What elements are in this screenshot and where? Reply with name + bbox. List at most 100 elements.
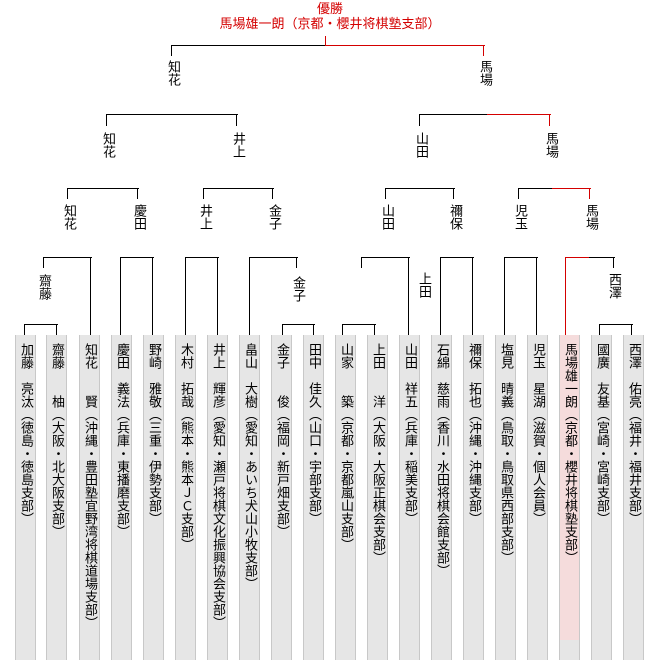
winner-label: 児玉 (512, 204, 527, 230)
bracket-line (171, 45, 172, 56)
player-name: 金子 俊（福岡・新戸畑支部） (274, 343, 289, 538)
player-entry: 上田 洋（大阪・大阪正棋会支部） (367, 335, 388, 660)
bracket-line (419, 114, 488, 115)
player-entry: 西澤 佑亮（福井・福井支部） (623, 335, 644, 660)
bracket-line (589, 257, 615, 258)
winner-label: 馬場 (543, 132, 558, 158)
player-name: 馬場雄一朗（京都・櫻井将棋塾支部） (562, 343, 577, 564)
player-entry: 児玉 星湖（滋賀・個人会員） (527, 335, 548, 660)
player-entry: 慶田 義法（兵庫・東播磨支部） (111, 335, 132, 660)
player-name: 野崎 雅敬（三重・伊勢支部） (146, 343, 161, 525)
bracket-line (483, 45, 484, 56)
player-name: 児玉 星湖（滋賀・個人会員） (530, 343, 545, 525)
bracket-line (504, 257, 538, 258)
player-entry: 野崎 雅敬（三重・伊勢支部） (143, 335, 164, 660)
winner-label: 井上 (197, 204, 212, 230)
bracket-line (419, 114, 420, 126)
bracket-line (272, 188, 273, 199)
player-name: 加藤 亮汰（徳島・徳島支部） (18, 343, 33, 525)
player-name: 田中 佳久（山口・宇部支部） (306, 343, 321, 525)
bracket-line (385, 188, 455, 189)
bracket-line (203, 188, 204, 199)
winner-label: 馬場 (477, 60, 492, 86)
bracket-line (282, 324, 315, 325)
bracket-line (613, 257, 614, 268)
winner-label: 知花 (100, 132, 115, 158)
winner-label: 西澤 (606, 273, 621, 299)
winner-label: 山田 (379, 204, 394, 230)
bracket-line (152, 257, 153, 335)
bracket-line (453, 188, 454, 199)
player-entry: 石綿 慈雨（香川・水田将棋会館支部） (431, 335, 452, 660)
player-entry: 塩見 晴義（鳥取・鳥取県西部支部） (495, 335, 516, 660)
player-name: 知花 賢（沖縄・豊田塾宜野湾将棋道場支部） (82, 343, 97, 629)
winner-label: 金子 (290, 276, 305, 302)
bracket-line (440, 257, 441, 335)
player-entry: 國廣 友基（宮崎・宮崎支部） (591, 335, 612, 660)
player-name: 慶田 義法（兵庫・東播磨支部） (114, 343, 129, 538)
bracket-line (487, 114, 551, 115)
winner-label: 上田 (416, 272, 431, 298)
bracket-line (599, 324, 600, 335)
player-entry: 木村 拓哉（熊本・熊本ＪＣ支部） (175, 335, 196, 660)
winner-label: 井上 (230, 132, 245, 158)
winner-label: 馬場 (583, 204, 598, 230)
bracket-line (631, 324, 632, 335)
bracket-line (43, 257, 44, 268)
player-name: 山田 祥五（兵庫・稲美支部） (402, 343, 417, 525)
winner-label: 禰保 (447, 204, 462, 230)
player-entry: 畠山 大樹（愛知・あいち犬山小牧支部） (239, 335, 260, 660)
player-name: 禰保 拓也（沖縄・沖縄支部） (466, 343, 481, 525)
bracket-line (342, 324, 376, 325)
bracket-line (440, 257, 474, 258)
bracket-line (296, 257, 297, 268)
bracket-line (185, 257, 186, 335)
bracket-line (24, 324, 25, 335)
bracket-line (106, 114, 107, 126)
bracket-line (137, 188, 138, 199)
bracket-line (565, 257, 590, 258)
player-name: 井上 輝彦（愛知・瀬戸将棋文化振興協会支部） (210, 343, 225, 629)
bracket-line (67, 188, 68, 199)
player-entry: 知花 賢（沖縄・豊田塾宜野湾将棋道場支部） (79, 335, 100, 660)
bracket-line (249, 257, 298, 258)
winner-label: 山田 (413, 132, 428, 158)
player-entry: 加藤 亮汰（徳島・徳島支部） (15, 335, 36, 660)
champion-label: 優勝 (316, 2, 343, 17)
player-name: 山家 築（京都・京都嵐山支部） (338, 343, 353, 551)
player-name: 石綿 慈雨（香川・水田将棋会館支部） (434, 343, 449, 577)
bracket-line (236, 114, 237, 126)
player-name: 國廣 友基（宮崎・宮崎支部） (594, 343, 609, 525)
winner-label: 齋藤 (36, 274, 51, 300)
bracket-line (67, 188, 139, 189)
bracket-line (171, 45, 326, 46)
player-name: 畠山 大樹（愛知・あいち犬山小牧支部） (242, 343, 257, 590)
player-name: 齋藤 柚（大阪・北大阪支部） (49, 343, 64, 538)
bracket-line (282, 324, 283, 335)
bracket-line (325, 45, 485, 46)
bracket-line (599, 324, 633, 325)
bracket-line (472, 257, 473, 335)
player-name: 塩見 晴義（鳥取・鳥取県西部支部） (498, 343, 513, 564)
champion-entry: 馬場雄一朗（京都・櫻井将棋塾支部） (559, 335, 580, 660)
bracket-line (518, 188, 519, 199)
champion-name: 馬場雄一朗（京都・櫻井将棋塾支部） (219, 17, 441, 32)
player-entry: 禰保 拓也（沖縄・沖縄支部） (463, 335, 484, 660)
player-entry: 金子 俊（福岡・新戸畑支部） (271, 335, 292, 660)
bracket-line (185, 257, 219, 258)
bracket-line (342, 324, 343, 335)
player-entry: 田中 佳久（山口・宇部支部） (303, 335, 324, 660)
bracket-line (249, 257, 250, 335)
bracket-line (24, 324, 58, 325)
winner-label: 知花 (165, 60, 180, 86)
bracket-line (565, 257, 566, 335)
bracket-line (536, 257, 537, 335)
bracket-line (504, 257, 505, 335)
bracket-line (361, 257, 362, 268)
bracket-line (385, 188, 386, 199)
bracket-line (313, 324, 314, 335)
bracket-line (120, 257, 121, 335)
bracket-line (408, 257, 409, 335)
player-name: 木村 拓哉（熊本・熊本ＪＣ支部） (178, 343, 193, 551)
bracket-line (589, 188, 590, 199)
